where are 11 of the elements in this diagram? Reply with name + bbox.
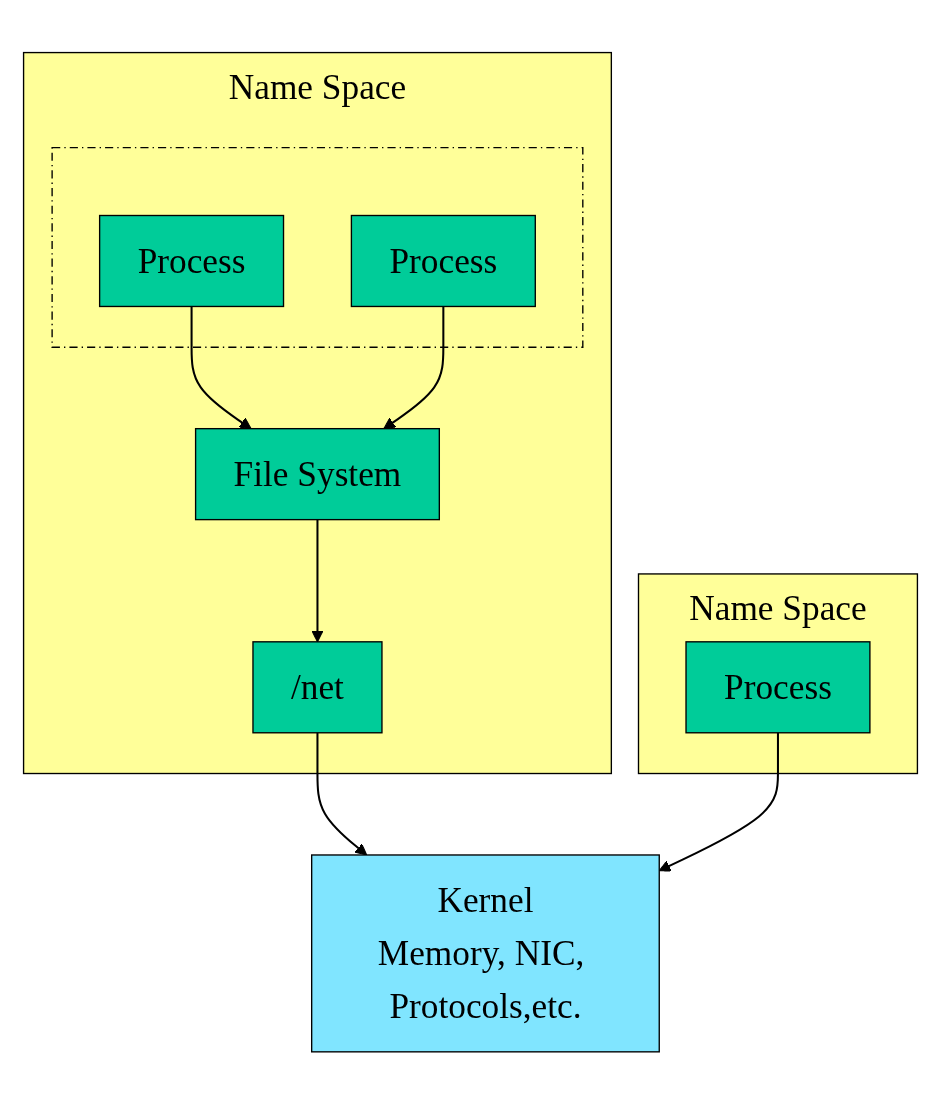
arrow <box>311 519 324 643</box>
node-box: Kernel Memory, NIC, Protocols,etc. <box>311 854 660 1053</box>
arrow <box>383 306 445 429</box>
arrow <box>316 732 368 856</box>
node-box: /net <box>252 640 383 734</box>
node-box: Process <box>685 640 871 734</box>
arrow <box>190 306 252 429</box>
node-box: Process <box>350 214 536 307</box>
node-box: File System <box>194 427 440 521</box>
cluster <box>51 146 584 348</box>
node-box: Process <box>98 214 285 307</box>
